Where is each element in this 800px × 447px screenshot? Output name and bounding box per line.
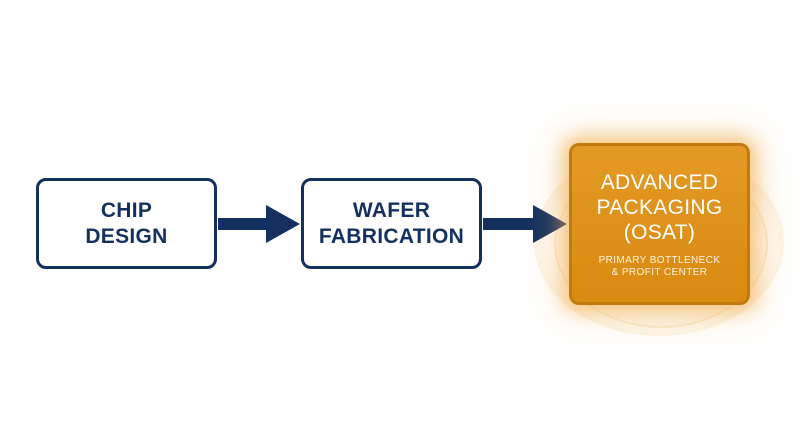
- node-advanced-packaging-line-3: (OSAT): [623, 220, 696, 244]
- node-advanced-packaging-line-1: ADVANCED: [600, 170, 719, 194]
- node-wafer-fabrication: WAFER FABRICATION: [301, 178, 482, 269]
- arrow-fabrication-to-packaging: [483, 205, 567, 243]
- node-wafer-fabrication-line-2: FABRICATION: [318, 224, 465, 248]
- node-chip-design-line-1: CHIP: [100, 198, 153, 222]
- node-advanced-packaging: ADVANCED PACKAGING (OSAT) PRIMARY BOTTLE…: [569, 143, 750, 305]
- subtitle-line-2: & PROFIT CENTER: [611, 266, 708, 278]
- node-advanced-packaging-subtitle: PRIMARY BOTTLENECK & PROFIT CENTER: [599, 255, 721, 279]
- node-chip-design: CHIP DESIGN: [36, 178, 217, 269]
- node-advanced-packaging-line-2: PACKAGING: [596, 195, 723, 219]
- node-wafer-fabrication-line-1: WAFER: [352, 198, 431, 222]
- subtitle-line-1: PRIMARY BOTTLENECK: [598, 254, 721, 266]
- arrow-design-to-fabrication: [218, 205, 300, 243]
- node-chip-design-line-2: DESIGN: [85, 224, 168, 248]
